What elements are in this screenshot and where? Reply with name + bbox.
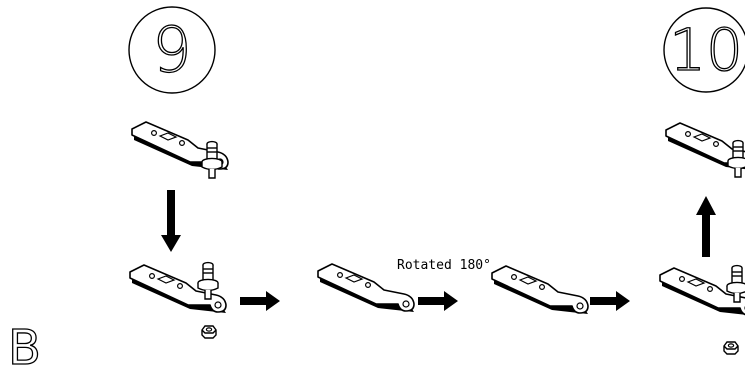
rotation-annotation: Rotated 180° [397,258,491,273]
hinge-pin-icon [727,139,745,178]
step-10-marker: 10 [663,7,745,93]
hex-nut-icon [201,325,217,339]
right-arrow-icon [590,291,630,311]
disassembled-hinge [129,261,227,339]
view-label: B [8,320,41,376]
down-arrow-icon [161,190,181,252]
step-10-disassembled-hinge [659,264,745,355]
step-9-marker: 9 [128,6,216,94]
hinge-pin-icon [201,140,223,179]
right-arrow-icon [418,291,458,311]
up-arrow-icon [696,196,716,257]
rotated-hinge-plate-icon [491,265,589,315]
step-9-number: 9 [152,14,191,87]
right-arrow-icon [240,291,280,311]
step-9-assembled-hinge [131,121,229,179]
hex-nut-icon [723,341,739,355]
step-10-assembled-hinge [665,122,745,178]
step-10-number: 10 [669,16,743,84]
